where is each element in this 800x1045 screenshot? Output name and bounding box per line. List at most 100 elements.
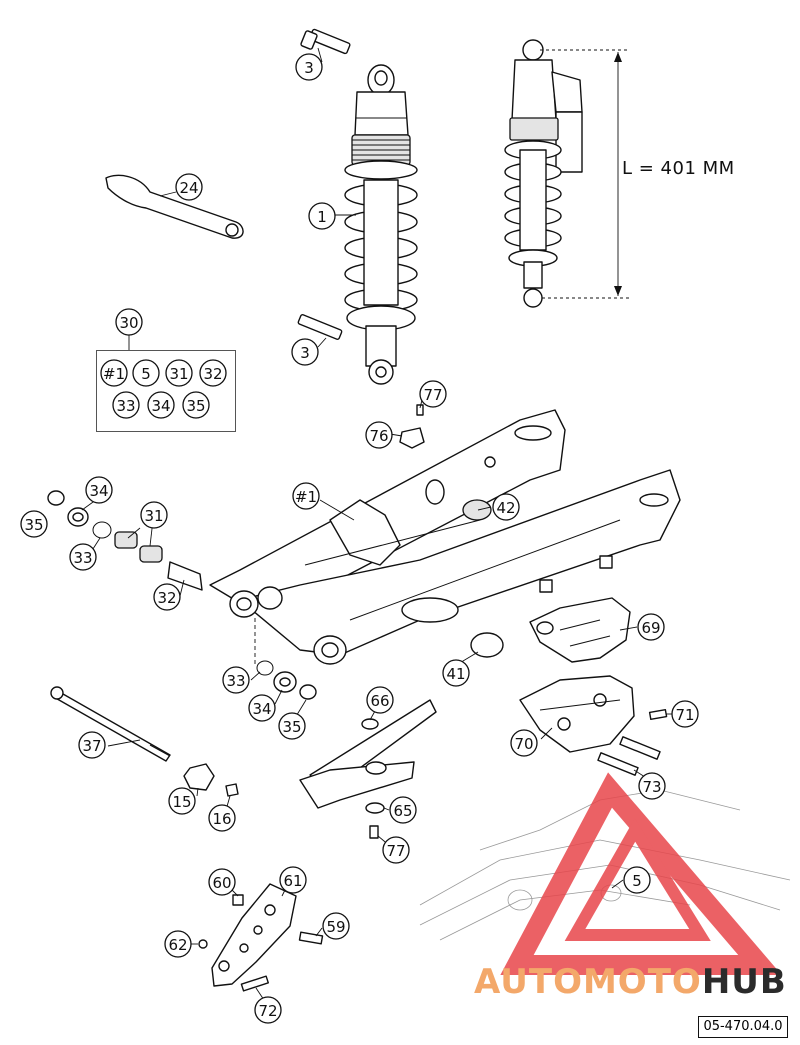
kit-item-label: 34 [151,397,170,415]
bushing-42 [462,499,492,521]
callout-41: 41 [442,659,470,687]
watermark-text: AUTOMOTOHUB [474,962,787,1002]
kit-item-label: 33 [116,397,135,415]
callout-label: 60 [212,874,231,892]
callout-62: 62 [164,930,192,958]
plate-41 [470,632,504,658]
kit-header-callout: 30 [115,308,143,336]
callout-5: 5 [623,866,651,894]
kit-contents-box [96,350,236,432]
kit-item-callout: #1 [100,359,128,387]
callout-label: 62 [168,936,187,954]
shock-absorber-reference [504,39,630,308]
callout-label: 65 [393,802,412,820]
callout-35: 35 [20,510,48,538]
kit-item-label: 31 [169,365,188,383]
callout-label: 16 [212,810,231,828]
nut-15 [183,763,215,791]
watermark-text-a: AUTOMOTO [474,962,702,1002]
callout-3: 3 [291,338,319,366]
bolt-73a [619,736,661,760]
callout-label: 32 [157,589,176,607]
kit-item-callout: 35 [182,391,210,419]
cap-16 [225,783,239,797]
callout-label: 5 [632,872,642,890]
bolt-73b [597,752,639,776]
callout-label: 73 [642,778,661,796]
shock-bolt-top [300,28,351,55]
callout-32: 32 [153,583,181,611]
kit-item-label: 32 [203,365,222,383]
callout-42: 42 [492,493,520,521]
pivot-hardware-left [47,490,203,591]
spacer-60 [232,894,244,906]
callout-label: 37 [82,737,101,755]
swingarm [209,409,681,665]
callout-76: 76 [365,421,393,449]
kit-item-label: #1 [103,365,125,383]
callout-label: 72 [258,1002,277,1020]
callout-label: 33 [226,672,245,690]
callout-label: 59 [326,918,345,936]
bracket-76 [399,404,425,449]
hook-wrench [105,174,244,239]
chain-slider [299,699,437,809]
callout-label: 42 [496,499,515,517]
callout-hash1: #1 [292,482,320,510]
shock-absorber [297,28,418,385]
callout-label: 61 [283,872,302,890]
callout-77: 77 [382,836,410,864]
callout-label: 66 [370,692,389,710]
callout-group: 3 24 1 3 77 76 34 35 31 33 32 #1 42 69 41 33 34 35 66 71 70 3… [20,53,699,1024]
callout-label: 77 [386,842,405,860]
callout-3: 3 [295,53,323,81]
callout-1: 1 [308,202,336,230]
bolt-77-lower [369,825,379,839]
callout-37: 37 [78,731,106,759]
callout-69: 69 [637,613,665,641]
callout-label: 71 [675,706,694,724]
callout-label: 15 [172,793,191,811]
callout-label: 41 [446,665,465,683]
callout-73: 73 [638,772,666,800]
callout-label: 1 [317,208,327,226]
callout-label: 35 [282,718,301,736]
kit-item-label: 35 [186,397,205,415]
callout-label: #1 [295,488,317,506]
kit-callout-group: 30 #1 5 31 32 33 34 35 [100,308,227,419]
callout-24: 24 [175,173,203,201]
callout-label: 34 [252,700,271,718]
bolt-72 [240,975,269,992]
callout-label: 24 [179,179,198,197]
callout-77: 77 [419,380,447,408]
callout-label: 35 [24,516,43,534]
callout-60: 60 [208,868,236,896]
callout-label: 70 [514,735,533,753]
callout-66: 66 [366,686,394,714]
callout-16: 16 [208,804,236,832]
shock-length-label: L = 401 MM [622,158,735,179]
chain-guide [529,597,631,663]
callout-label: 77 [423,386,442,404]
callout-label: 3 [304,59,314,77]
callout-65: 65 [389,796,417,824]
washer-62 [198,939,208,949]
callout-71: 71 [671,700,699,728]
callout-label: 69 [641,619,660,637]
kit-item-label: 30 [119,314,138,332]
callout-label: 31 [144,507,163,525]
callout-70: 70 [510,729,538,757]
pivot-axle [50,686,171,762]
bolt-59 [298,931,324,945]
watermark-logo [500,772,782,975]
callout-59: 59 [322,912,350,940]
callout-label: 3 [300,344,310,362]
callout-33: 33 [222,666,250,694]
callout-34: 34 [248,694,276,722]
kit-item-label: 5 [141,365,151,383]
callout-31: 31 [140,501,168,529]
kit-item-callout: 5 [132,359,160,387]
nut-65 [365,802,385,814]
